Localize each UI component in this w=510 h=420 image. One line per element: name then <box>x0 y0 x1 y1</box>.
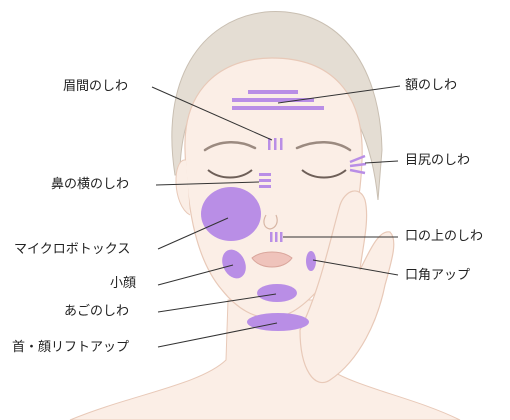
hand <box>299 190 395 384</box>
forehead-line <box>277 85 401 104</box>
upper-lip-label: 口の上のしわ <box>405 229 484 244</box>
small-face-marker <box>222 249 246 279</box>
glabella-line <box>151 86 273 141</box>
chin-line <box>157 293 277 313</box>
upper-lip-marker-3 <box>280 232 283 242</box>
upper-lip-marker-2 <box>275 232 278 242</box>
lips <box>251 251 293 268</box>
right-eye <box>301 169 347 179</box>
mouth-corner-line <box>312 259 399 276</box>
right-eyebrow <box>295 141 352 152</box>
neck-lift-label: 首・顔リフトアップ <box>12 340 130 355</box>
mouth-corner-marker <box>306 251 316 271</box>
eye-corner-marker-1 <box>349 154 366 164</box>
forehead-marker-1 <box>232 98 314 102</box>
chin-label: あごのしわ <box>64 304 130 319</box>
neck-lift-line <box>157 322 278 348</box>
eye-corner-line <box>364 160 399 164</box>
small-face-line <box>157 264 234 286</box>
nose-side-line <box>155 181 260 186</box>
upper-lip-marker-1 <box>270 232 273 242</box>
forehead-label: 額のしわ <box>405 78 458 93</box>
eye-corner-label: 目尻のしわ <box>405 153 471 168</box>
left-eyebrow <box>203 141 257 152</box>
glabella-marker-2 <box>274 138 277 150</box>
mouth-corner-label: 口角アップ <box>405 268 471 283</box>
forehead-marker-3 <box>248 90 298 94</box>
glabella-marker-1 <box>268 138 271 150</box>
neck-shoulders <box>69 299 461 420</box>
nose-side-marker-2 <box>259 179 271 182</box>
left-eye <box>207 169 253 179</box>
nose-side-marker-1 <box>259 173 271 176</box>
chin-marker <box>257 284 297 302</box>
leader-lines <box>151 85 401 348</box>
forehead-marker-2 <box>232 106 324 110</box>
eye-corner-marker-2 <box>349 162 367 168</box>
microbotox-marker <box>201 187 261 241</box>
glabella-marker-3 <box>280 138 283 150</box>
left-ear <box>175 159 191 216</box>
neck-lift-marker <box>247 313 309 331</box>
glabella-label: 眉間のしわ <box>63 79 129 94</box>
microbotox-label: マイクロボトックス <box>14 242 131 257</box>
nose <box>263 214 278 230</box>
nose-side-marker-3 <box>259 185 271 188</box>
nose-side-label: 鼻の横のしわ <box>51 177 130 192</box>
treatment-markers <box>201 90 367 331</box>
microbotox-line <box>157 217 229 250</box>
small-face-label: 小顔 <box>110 276 137 291</box>
eye-corner-marker-3 <box>349 168 366 175</box>
